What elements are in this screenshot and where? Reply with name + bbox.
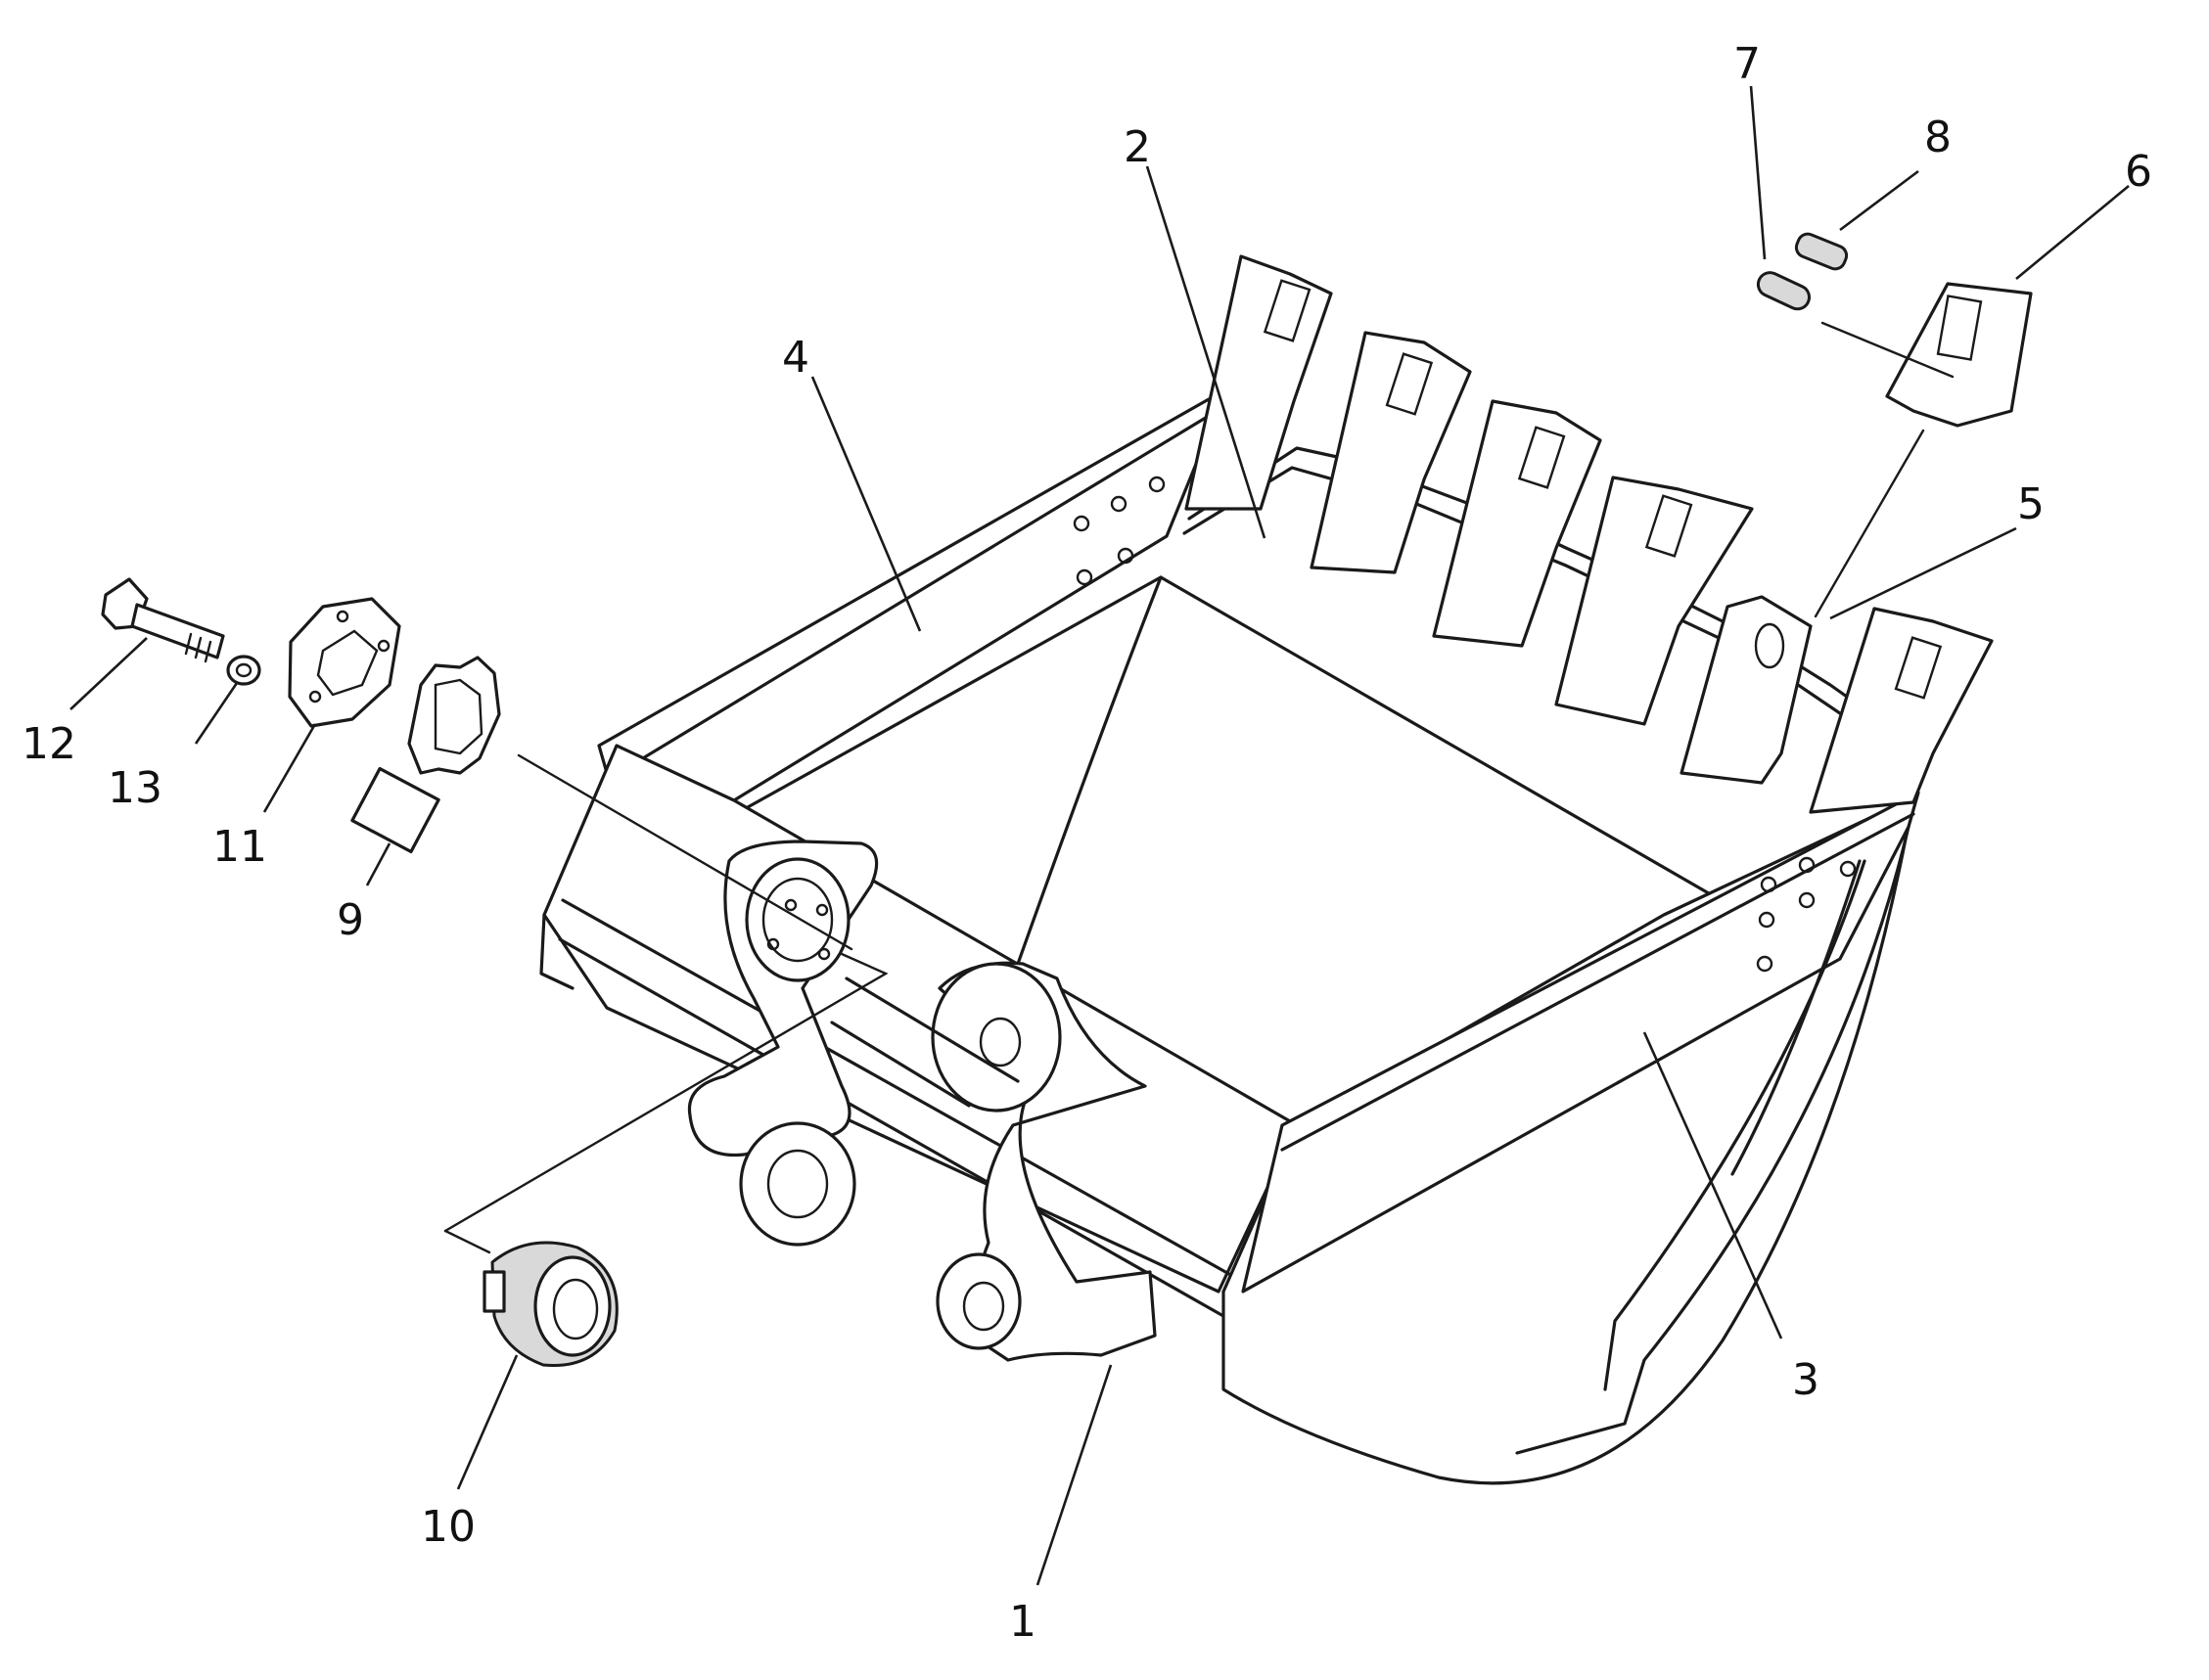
- right-lower-boss: [936, 1252, 1022, 1350]
- callout-5: 5: [2017, 479, 2045, 529]
- leader-13: [194, 682, 239, 745]
- leader-12: [69, 637, 148, 710]
- pin-7: [1756, 271, 1812, 311]
- callout-4: 4: [782, 333, 809, 383]
- leader-3: [1642, 1031, 1783, 1339]
- left-side-plate: [597, 397, 1218, 826]
- leader-10: [456, 1354, 519, 1490]
- leader-1: [1035, 1364, 1113, 1586]
- leader-2: [1145, 165, 1266, 539]
- shim-9: [350, 656, 501, 854]
- callout-3: 3: [1792, 1355, 1819, 1405]
- leader-lines: [69, 85, 2130, 1586]
- leader-6: [2015, 184, 2130, 281]
- tooth-6-right: [1809, 607, 1994, 814]
- bolt-12: [101, 577, 225, 663]
- callout-2: 2: [1124, 122, 1151, 172]
- lock-8: [1794, 232, 1849, 271]
- exploded-parts: [101, 232, 1955, 1368]
- leader-5: [1829, 526, 2017, 620]
- tooth-2: [1310, 331, 1472, 574]
- adapter-5: [1680, 595, 1813, 785]
- leader-9: [365, 842, 391, 886]
- tooth-3: [1432, 399, 1602, 648]
- left-lower-boss: [739, 1121, 856, 1247]
- tooth-6-exploded: [1885, 282, 2033, 428]
- right-pin-boss: [931, 962, 1062, 1112]
- callout-7: 7: [1733, 39, 1761, 89]
- right-side-plate: [1241, 791, 1920, 1294]
- tooth-4: [1554, 476, 1754, 726]
- bushing-10: [483, 1241, 619, 1368]
- callout-12: 12: [22, 719, 76, 769]
- leader-4: [810, 376, 922, 632]
- bucket-teeth: [1184, 254, 2033, 814]
- callout-10: 10: [421, 1502, 476, 1552]
- leader-11: [262, 723, 317, 813]
- callout-13: 13: [108, 763, 162, 813]
- leader-7: [1749, 85, 1767, 260]
- callout-9: 9: [337, 895, 364, 945]
- left-pin-boss: [745, 857, 851, 982]
- callout-6: 6: [2125, 147, 2152, 197]
- leader-8: [1839, 169, 1919, 232]
- washer-13: [226, 655, 261, 686]
- mounting-brackets: [687, 840, 1157, 1362]
- callout-1: 1: [1009, 1597, 1036, 1647]
- retainer-plate-11: [288, 597, 401, 728]
- tooth-1: [1184, 254, 1333, 511]
- callout-labels: 1 2 3 4 5 6 7 8 9 10 11 12 13: [22, 39, 2152, 1647]
- rear-back-box: [542, 744, 1299, 1294]
- callout-8: 8: [1924, 113, 1952, 162]
- callout-11: 11: [212, 822, 267, 872]
